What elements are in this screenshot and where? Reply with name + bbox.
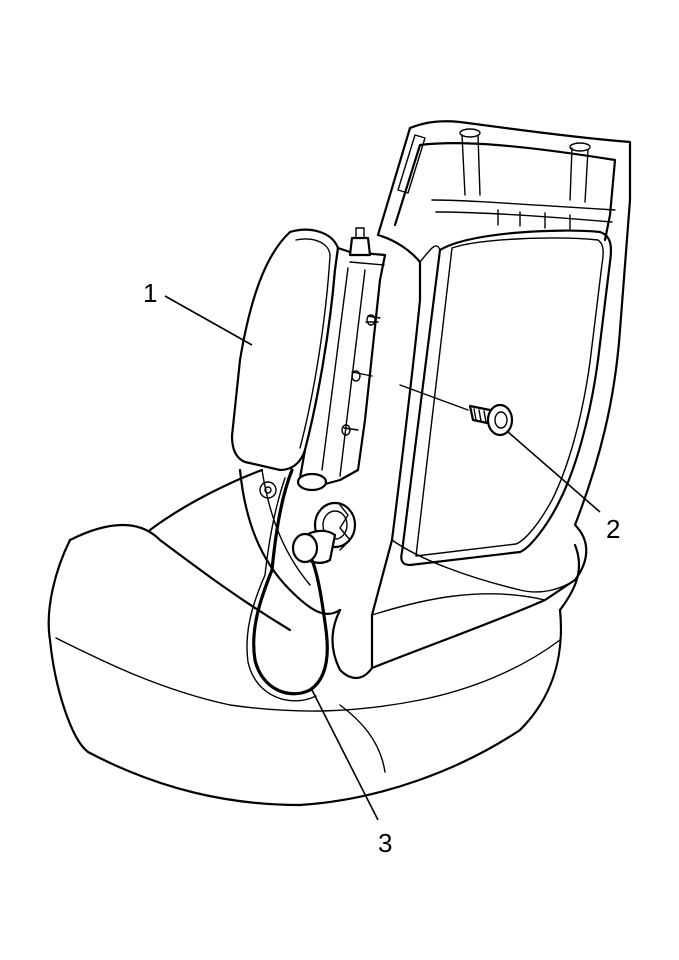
callout-1: 1	[143, 278, 157, 308]
wiring-harness	[246, 468, 329, 702]
bolt	[399, 384, 514, 437]
leader-line-3	[311, 689, 379, 821]
leader-line-1	[164, 295, 253, 346]
leader-line-2	[507, 431, 601, 513]
callout-3: 3	[378, 828, 392, 858]
callouts: 1 2 3	[143, 278, 620, 858]
seat-cushion	[47, 468, 580, 807]
seat-back-frame	[331, 120, 632, 680]
side-bolster	[238, 468, 357, 615]
side-airbag-module	[230, 227, 387, 492]
callout-2: 2	[606, 514, 620, 544]
